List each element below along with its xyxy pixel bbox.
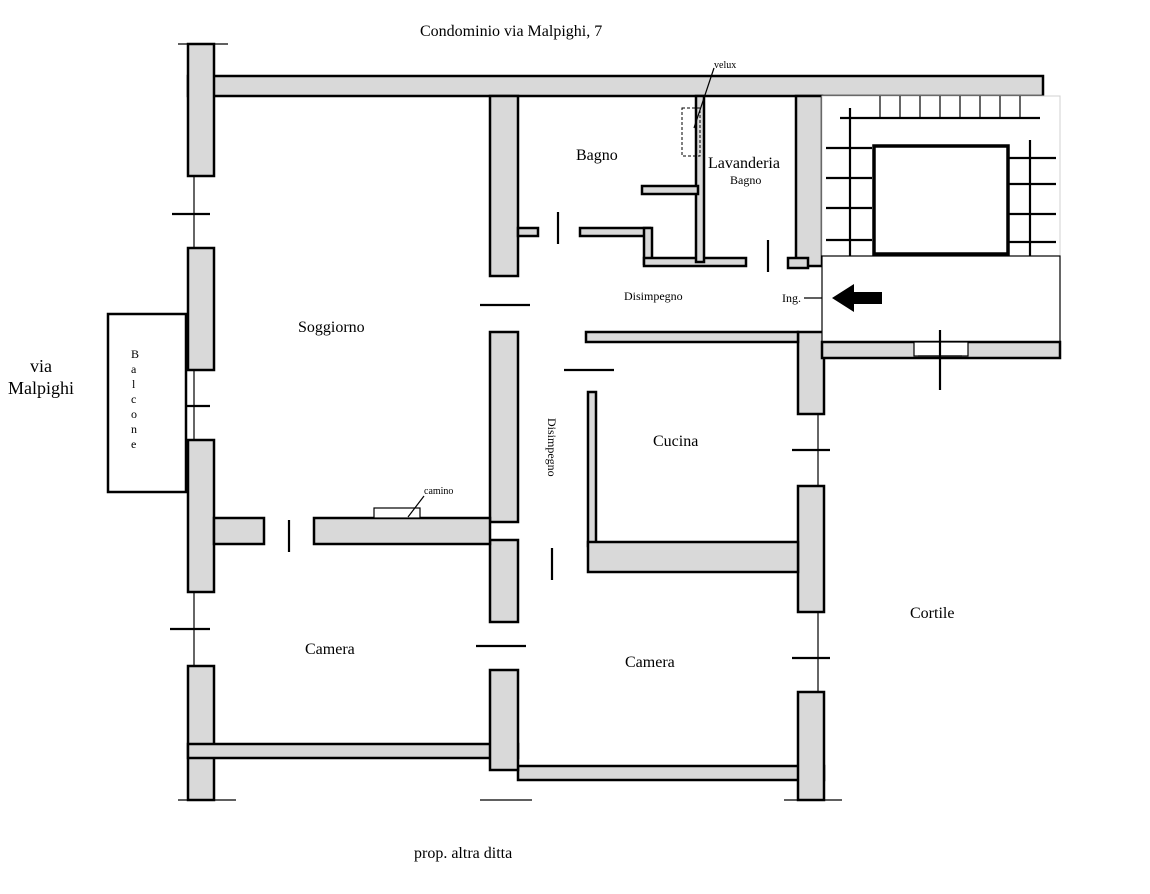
wall-bagno-shelf [640,184,700,196]
wall-top [186,74,1045,98]
wall-camera-disimpegno [488,538,520,624]
fireplace [373,507,421,519]
balcony-label: B a l c o n e [131,347,139,451]
entrance-label: Ing. [782,291,801,305]
staircase-icon [821,95,1061,257]
wall-lav-stub [786,256,810,270]
street-label-line1: via [30,356,52,376]
room-soggiorno-label: Soggiorno [298,319,365,336]
arrow-left-icon [832,284,882,312]
room-lavanderia-label: Lavanderia [708,155,780,172]
velux-label: velux [714,60,736,71]
wall-right-3 [796,690,826,802]
wall-bagno-bottom [578,226,652,238]
room-cucina-label: Cucina [653,433,698,450]
fireplace-pointer [407,495,425,518]
wall-soggiorno-camera-left [212,516,266,546]
wall-cucina-left [586,390,598,548]
balcony [106,312,188,494]
wall-right-upper [794,94,824,268]
wall-bagno-bottom-left [516,226,540,238]
wall-soggiorno-camera-right [312,516,492,546]
neighbor-label: prop. altra ditta [414,845,512,862]
wall-left-2 [186,246,216,372]
wall-soggiorno-disimpegno [488,330,520,524]
balcony-letter: o [131,407,137,421]
building-label: Condominio via Malpighi, 7 [420,23,602,40]
wall-right-1 [796,330,826,416]
balcony-letter: l [132,377,136,391]
room-camera-left-label: Camera [305,641,355,658]
balcony-letter: c [131,392,136,406]
fireplace-label: camino [424,486,453,497]
wall-camera-camera [488,668,520,772]
wall-right-2 [796,484,826,614]
wall-left-3 [186,438,216,594]
room-lavanderia-sublabel: Bagno [730,173,761,187]
room-bagno-label: Bagno [576,147,618,164]
wall-left-1 [186,42,216,178]
wall-cucina-top [584,330,800,344]
wall-left-4 [186,664,216,802]
wall-bottom-left [186,742,520,760]
street-label-line2: Malpighi [8,378,74,398]
cortile-label: Cortile [910,605,954,622]
wall-bottom-right [516,764,826,782]
room-disimpegno-label: Disimpegno [624,289,683,303]
wall-bagno-lav [694,94,706,264]
wall-cucina-bottom [586,540,800,574]
balcony-letter: e [131,437,136,451]
wall-soggiorno-bagno [488,94,520,278]
room-camera-right-label: Camera [625,654,675,671]
balcony-letter: B [131,347,139,361]
velux-window [681,107,701,157]
velux-pointer [693,67,715,129]
balcony-letter: n [131,422,137,436]
balcony-letter: a [131,362,137,376]
corridor-disimpegno-label: Disimpegno [545,418,559,477]
